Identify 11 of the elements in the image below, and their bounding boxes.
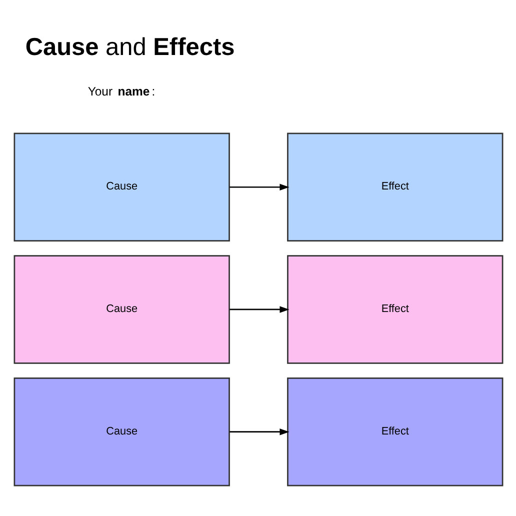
diagram-title: Cause and Effects	[24, 34, 234, 61]
node-box: Cause	[13, 254, 230, 364]
arrow	[229, 428, 289, 435]
label: Your name:	[87, 84, 155, 98]
node-box: Effect	[286, 254, 503, 364]
node-box: Effect	[286, 376, 503, 486]
node-box: Cause	[13, 376, 230, 486]
arrow	[229, 183, 289, 190]
node-box: Cause	[13, 132, 230, 241]
node-box: Effect	[286, 132, 503, 241]
arrow	[229, 306, 289, 312]
